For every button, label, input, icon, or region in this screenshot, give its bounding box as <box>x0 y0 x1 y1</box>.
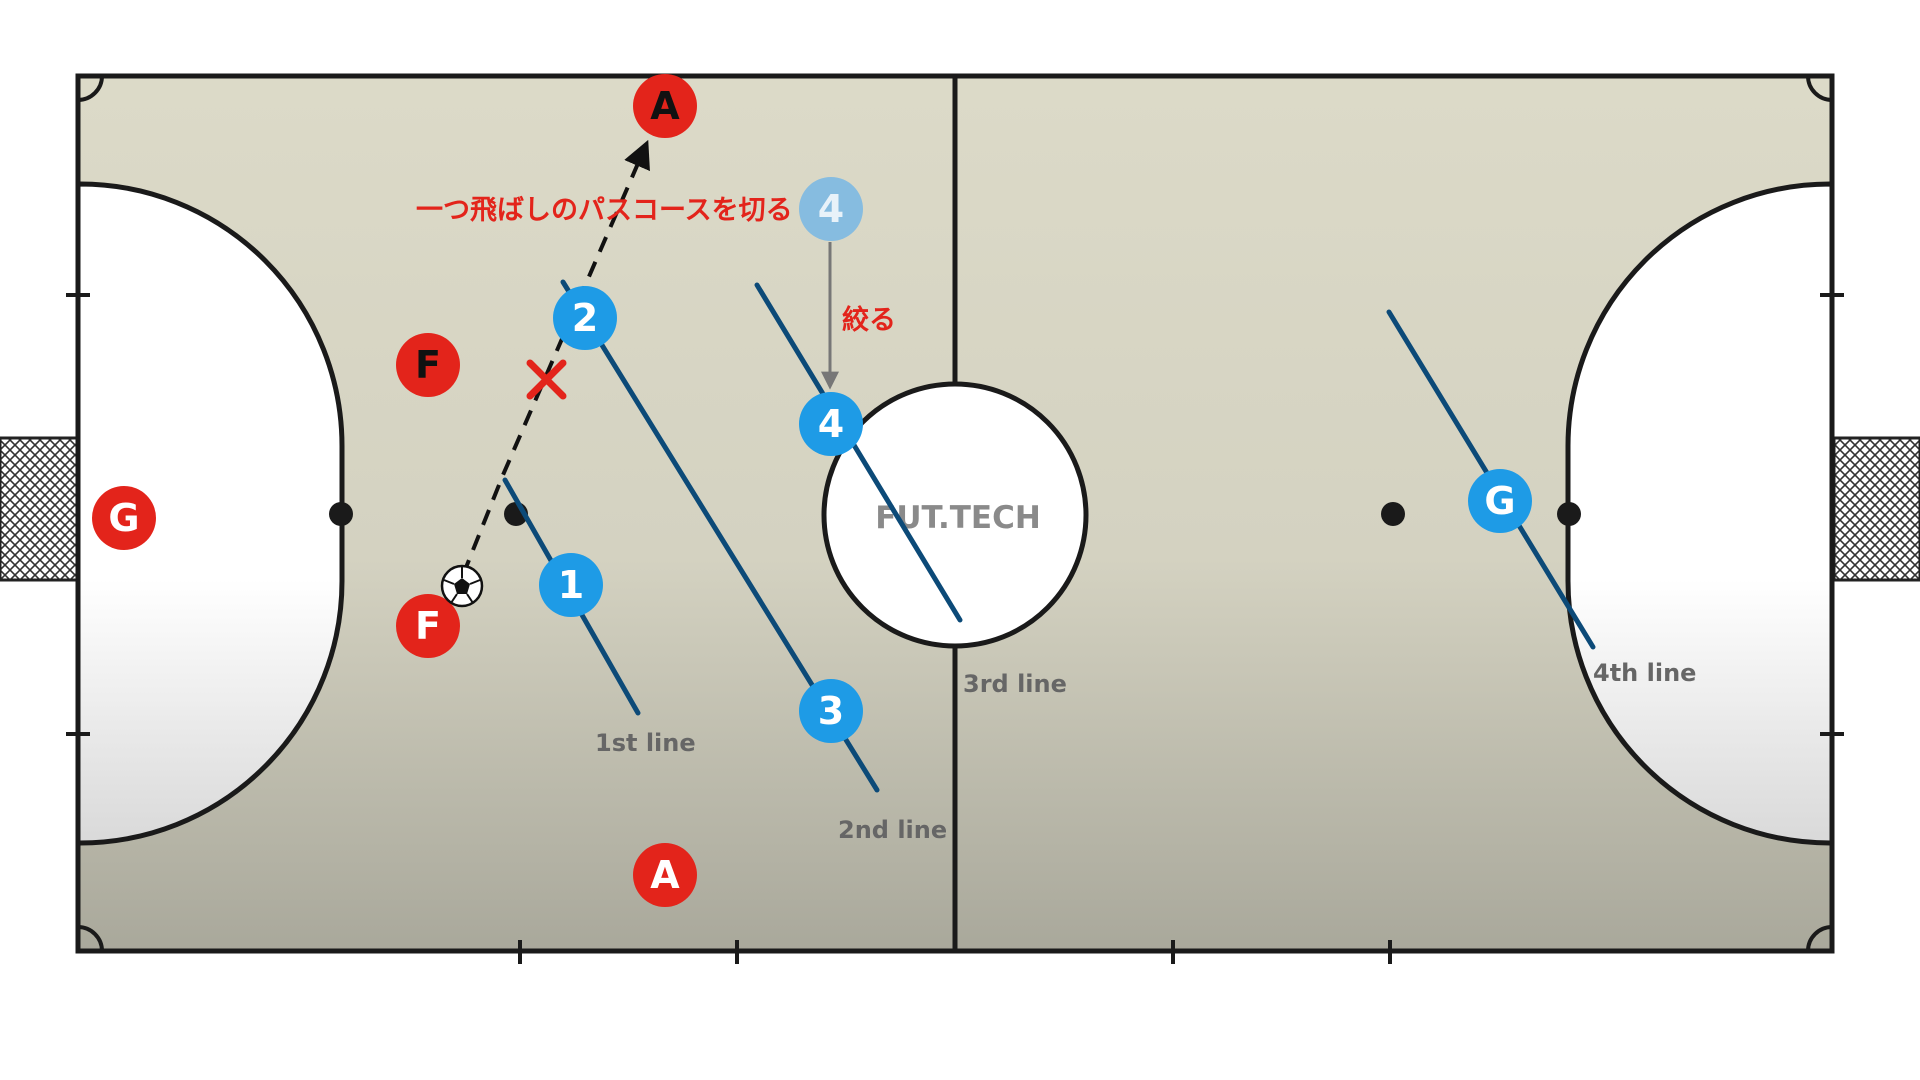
right-goal-net <box>1832 436 1920 582</box>
team-player: 1 <box>539 553 603 617</box>
team-goalkeeper: G <box>1468 469 1532 533</box>
svg-text:3: 3 <box>818 689 844 733</box>
penalty-spots <box>329 502 1581 526</box>
opponent-player: G <box>92 486 156 550</box>
svg-text:4: 4 <box>818 402 844 446</box>
opponent-player: F <box>396 594 460 658</box>
team-player: 3 <box>799 679 863 743</box>
ball-icon <box>440 564 484 608</box>
svg-text:G: G <box>1484 479 1515 523</box>
line-label-2nd: 2nd line <box>838 816 947 844</box>
pass-path-arrow <box>461 139 650 576</box>
left-goal-net <box>0 436 80 582</box>
opponent-player: F <box>396 333 460 397</box>
opponent-player: A <box>633 843 697 907</box>
svg-text:A: A <box>650 84 680 128</box>
line-label-1st: 1st line <box>595 729 696 757</box>
cut-mark-icon <box>526 359 567 400</box>
team-player-ghost: 4 <box>799 177 863 241</box>
svg-text:2: 2 <box>572 296 598 340</box>
center-circle <box>821 381 1089 649</box>
team-player: 4 <box>799 392 863 456</box>
corner-arcs <box>77 75 1833 952</box>
opponent-player: A <box>633 74 697 138</box>
svg-text:F: F <box>415 604 441 648</box>
svg-text:G: G <box>108 496 139 540</box>
svg-text:A: A <box>650 853 680 897</box>
boundary-ticks <box>66 293 1844 964</box>
svg-text:1: 1 <box>558 563 584 607</box>
svg-text:4: 4 <box>818 187 844 231</box>
defense-line-3rd <box>754 282 963 623</box>
annotation-squeeze: 絞る <box>842 304 896 336</box>
annotation-cut-pass-lane: 一つ飛ばしのパスコースを切る <box>416 195 793 226</box>
right-penalty-area <box>1565 181 1835 846</box>
left-penalty-area <box>75 181 345 846</box>
team-player: 2 <box>553 286 617 350</box>
svg-text:F: F <box>415 343 441 387</box>
line-label-3rd: 3rd line <box>963 670 1067 698</box>
line-label-4th: 4th line <box>1593 659 1696 687</box>
